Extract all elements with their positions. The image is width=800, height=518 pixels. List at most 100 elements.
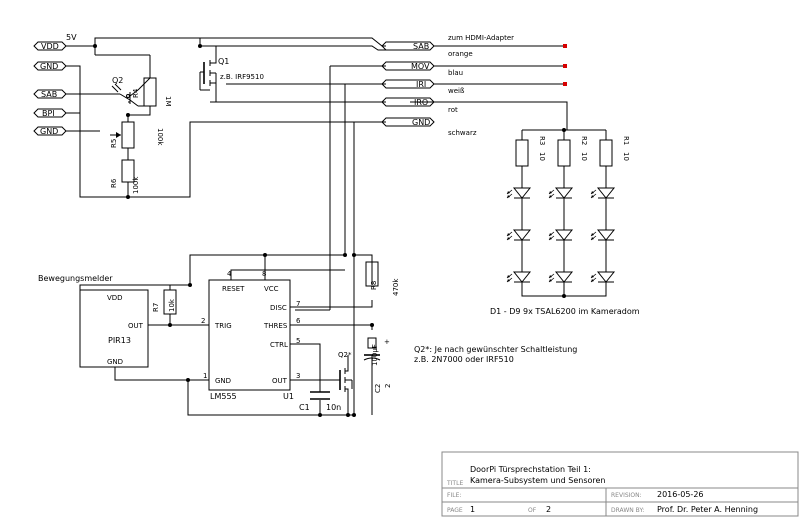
pir-vdd-pin: VDD: [107, 294, 123, 302]
ic-pin4-name: RESET: [222, 285, 245, 293]
q2b-name: Q2*: [338, 351, 352, 359]
q1-part: z.B. IRF9510: [220, 73, 264, 81]
ic-name: U1: [283, 392, 294, 401]
ir-led-icon: [590, 229, 616, 241]
c2-value: 100µF: [371, 344, 379, 366]
ir-led-icon: [506, 229, 532, 241]
drawn-by-label: DRAWN BY:: [611, 507, 644, 514]
title-line2: Kamera-Subsystem und Sensoren: [470, 476, 606, 485]
led-resistors: R3 10 R2 10 R1 10: [515, 136, 630, 167]
file-label: FILE:: [447, 492, 461, 499]
r8-name: R8: [370, 281, 378, 290]
q2b-mosfet: Q2*: [338, 351, 353, 392]
c2-polarity: +: [384, 338, 390, 346]
q1-mosfet: Q1 z.B. IRF9510: [199, 46, 264, 102]
cable-header: zum HDMI-Adapter: [448, 34, 514, 42]
ic-pin4-num: 4: [227, 270, 232, 278]
connector-bpi-left: BPI: [33, 108, 67, 118]
q1-name: Q1: [218, 57, 229, 66]
ic-pin2-num: 2: [201, 317, 205, 325]
connector-gnd-left-1: GND: [33, 61, 67, 71]
junctions: [93, 44, 566, 417]
cable-color-rot: rot: [448, 106, 458, 114]
revision-value: 2016-05-26: [657, 490, 704, 499]
ic-pin5-name: CTRL: [270, 341, 288, 349]
wires: [66, 37, 607, 416]
ic-pin1-num: 1: [203, 372, 207, 380]
r7-name: R7: [152, 303, 160, 312]
of-value: 2: [546, 505, 551, 514]
title-line1: DoorPi Türsprechstation Teil 1:: [470, 465, 591, 474]
connector-iri-right-label: IRI: [416, 80, 426, 89]
motion-sensor-label: Bewegungsmelder: [38, 274, 113, 283]
q2b-note-line2: z.B. 2N7000 oder IRF510: [414, 355, 514, 364]
r1-name: R1: [622, 136, 630, 145]
ic-pin8-num: 8: [262, 270, 266, 278]
title-block: TITLE DoorPi Türsprechstation Teil 1: Ka…: [441, 451, 799, 517]
ir-led-icon: [590, 187, 616, 199]
connector-mov-right-label: MOV: [411, 62, 430, 71]
connector-vdd-left: VDD: [33, 41, 67, 51]
ic-pin3-name: OUT: [272, 377, 288, 385]
r8-value: 470k: [392, 278, 400, 296]
q2b-note-line1: Q2*: Je nach gewünschter Schaltleistung: [414, 345, 577, 354]
r3-value: 10: [538, 152, 546, 161]
ic-pin1-name: GND: [215, 377, 231, 385]
connector-sab-right-label: SAB: [413, 42, 429, 51]
ic-pin7-num: 7: [296, 300, 300, 308]
connector-gnd-right: GND: [381, 117, 435, 127]
connector-vdd-left-label: VDD: [41, 42, 59, 51]
ir-led-icon: [548, 229, 574, 241]
ic-pin8-name: VCC: [264, 285, 279, 293]
title-label: TITLE: [446, 480, 463, 487]
ir-led-icon: [506, 271, 532, 283]
ir-led-icon: [506, 187, 532, 199]
connector-sab-right: SAB: [381, 41, 567, 51]
pir-out-pin: OUT: [128, 322, 144, 330]
page-value: 1: [470, 505, 475, 514]
ir-led-array: [506, 187, 616, 283]
connector-gnd-left-1-label: GND: [40, 62, 58, 71]
revision-label: REVISION:: [611, 492, 642, 499]
connector-sab-left: SAB: [33, 89, 67, 99]
c2-capacitor: + 100µF C2 2: [363, 337, 392, 393]
pir-name: PIR13: [108, 336, 131, 345]
r7-value: 10k: [168, 298, 176, 312]
c1-capacitor: C1 10n: [299, 391, 341, 412]
page-label: PAGE: [447, 507, 463, 514]
left-connectors: VDD GND SAB BPI GND: [33, 41, 67, 136]
connector-mov-right: MOV: [381, 61, 567, 71]
pir-motion-sensor: Bewegungsmelder VDD OUT PIR13 GND: [38, 274, 149, 368]
r2-value: 10: [580, 152, 588, 161]
drawn-by-value: Prof. Dr. Peter A. Henning: [657, 505, 758, 514]
r4-resistor: R4 1M: [132, 77, 172, 107]
connector-gnd-left-2-label: GND: [40, 127, 58, 136]
cable-color-orange: orange: [448, 50, 473, 58]
right-connectors: SAB MOV IRI IRO GND: [381, 41, 567, 127]
c2-pin2: 2: [384, 384, 392, 388]
connector-iro-right-label: IRO: [414, 98, 428, 107]
r5-value: 100k: [156, 128, 164, 146]
c2-name: C2: [374, 384, 382, 393]
r5-potentiometer: R5 100k: [110, 121, 164, 149]
ic-pin5-num: 5: [296, 337, 300, 345]
r6-value: 100k: [132, 176, 140, 194]
lm555-ic: 4 RESET 8 VCC 2 TRIG 1 GND 7 DISC 6 THRE…: [201, 270, 301, 401]
connector-iri-right: IRI: [381, 79, 567, 89]
connector-sab-left-label: SAB: [41, 90, 57, 99]
cable-color-blau: blau: [448, 69, 463, 77]
connector-gnd-right-label: GND: [412, 118, 430, 127]
connector-gnd-left-2: GND: [33, 126, 67, 136]
ir-led-icon: [590, 271, 616, 283]
c1-value: 10n: [326, 403, 341, 412]
connector-iro-right: IRO: [381, 97, 435, 107]
ic-pin7-name: DISC: [270, 304, 287, 312]
ic-pin6-name: THRES: [263, 322, 288, 330]
r5-name: R5: [110, 139, 118, 148]
ic-pin6-num: 6: [296, 317, 301, 325]
r6-name: R6: [110, 178, 118, 188]
r8-resistor: R8 470k: [365, 261, 400, 296]
cable-color-schwarz: schwarz: [448, 129, 477, 137]
ic-pin3-num: 3: [296, 372, 300, 380]
